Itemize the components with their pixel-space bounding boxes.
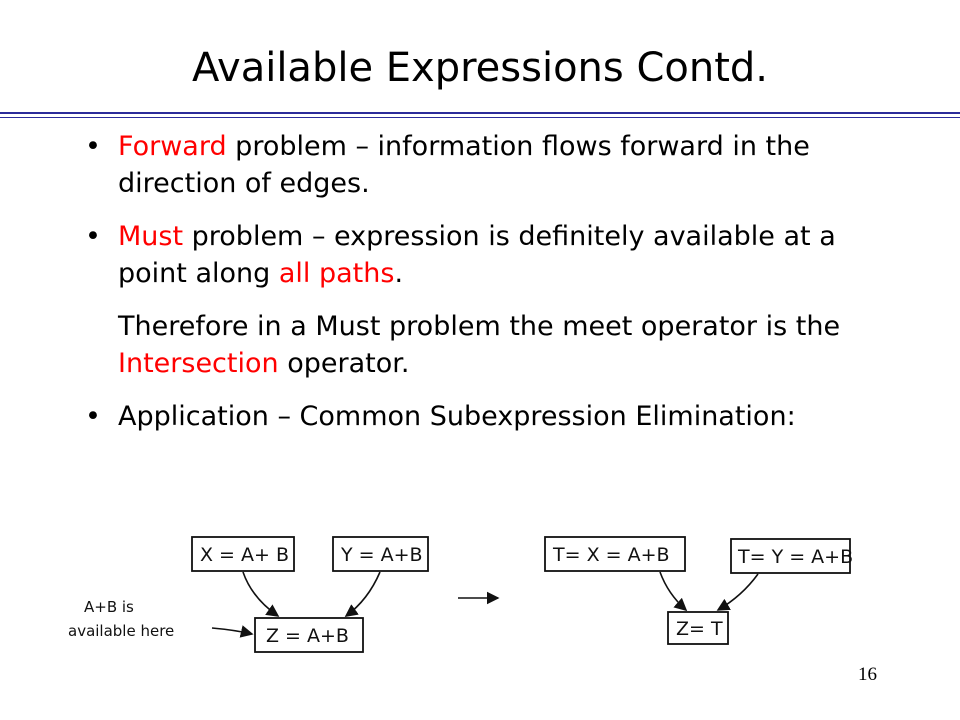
paragraph-text-end: operator. — [278, 348, 410, 379]
paragraph-text: Therefore in a Must problem the meet ope… — [118, 311, 841, 342]
box-x-label: X = A+ B — [200, 544, 289, 566]
bullet-application: • Application – Common Subexpression Eli… — [85, 398, 905, 435]
edge-t1-to-z — [659, 571, 688, 612]
bullet-must-problem: • Must problem – expression is definitel… — [85, 218, 905, 292]
highlight-forward: Forward — [118, 131, 227, 162]
bullet-marker: • — [85, 401, 101, 432]
box-t2-label: T= Y = A+B — [737, 546, 853, 568]
box-z-after — [667, 611, 729, 645]
box-y-before — [332, 536, 429, 572]
box-z-before — [254, 617, 364, 653]
annotation-line-2: available here — [68, 622, 174, 640]
annotation-line-1: A+B is — [84, 598, 134, 616]
title-divider — [0, 112, 960, 118]
box-z-after-label: Z= T — [676, 618, 723, 640]
highlight-must: Must — [118, 221, 184, 252]
edge-x-to-z — [242, 571, 280, 617]
bullet-text: problem – expression is definitely avail… — [118, 221, 836, 289]
bullet-text-end: . — [394, 258, 404, 289]
annotation-arrow — [211, 625, 254, 638]
bullet-text: problem – information flows forward in t… — [118, 131, 810, 199]
bullet-marker: • — [85, 221, 101, 252]
bullet-marker: • — [85, 131, 101, 162]
bullet-text: Application – Common Subexpression Elimi… — [118, 401, 796, 432]
box-x-before — [191, 536, 295, 572]
bullet-forward-problem: • Forward problem – information flows fo… — [85, 128, 905, 202]
page-number: 16 — [858, 664, 877, 685]
slide-title: Available Expressions Contd. — [192, 45, 768, 91]
edge-y-to-z — [344, 571, 381, 617]
box-t2-after — [730, 538, 851, 574]
bullet-list: • Forward problem – information flows fo… — [85, 128, 905, 451]
box-y-label: Y = A+B — [340, 544, 423, 566]
highlight-all-paths: all paths — [278, 258, 395, 289]
paragraph-meet-operator: Therefore in a Must problem the meet ope… — [85, 308, 905, 382]
box-z-label: Z = A+B — [266, 625, 349, 647]
edge-t2-to-z — [716, 573, 759, 611]
highlight-intersection: Intersection — [118, 348, 279, 379]
box-t1-after — [544, 536, 686, 572]
cse-diagram: X = A+ B Y = A+B Z = A+B A+B is availabl… — [68, 536, 853, 653]
box-t1-label: T= X = A+B — [552, 544, 670, 566]
